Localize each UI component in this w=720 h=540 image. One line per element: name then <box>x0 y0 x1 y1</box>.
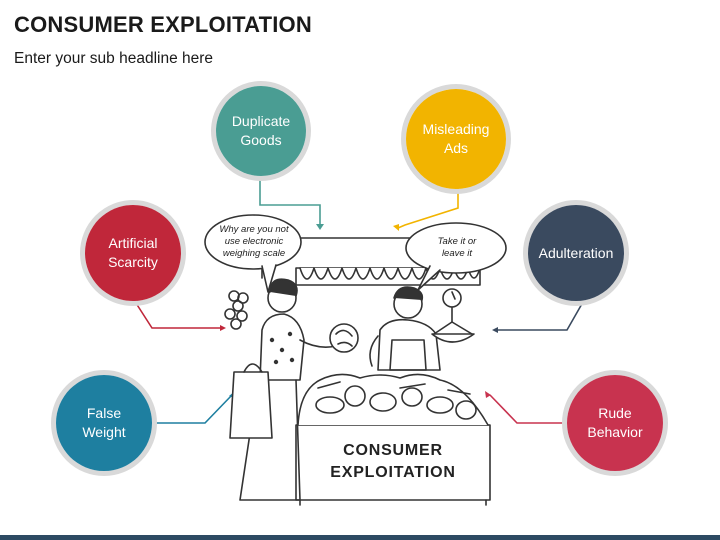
bubble-right-text: Take it or leave it <box>412 236 502 260</box>
node-label: Behavior <box>587 424 643 440</box>
connector-duplicate-goods <box>259 176 321 226</box>
connector-rude-behavior <box>489 394 568 424</box>
page-subtitle: Enter your sub headline here <box>14 50 214 67</box>
bubble-left-line: use electronic <box>224 235 284 247</box>
connector-false-weight <box>148 394 233 424</box>
node-label: Ads <box>443 140 469 156</box>
bubble-left-line: Why are you not <box>219 224 289 235</box>
node-label: Scarcity <box>108 254 158 270</box>
node-artificial-scarcity: Artificial Scarcity <box>80 200 186 306</box>
bottom-bar <box>0 535 720 540</box>
node-label: Goods <box>240 132 282 148</box>
stall-sign-line: EXPLOITATION <box>330 464 456 482</box>
node-label: False <box>86 405 122 422</box>
market-stall-illustration <box>204 214 507 506</box>
node-adulteration: Adulteration <box>523 200 629 306</box>
bubble-right-line: Take it or <box>437 236 477 247</box>
connector-adulteration <box>496 301 584 331</box>
node-false-weight: False Weight <box>51 370 157 476</box>
bubble-right-line: leave it <box>441 247 473 259</box>
node-label: Duplicate <box>231 113 291 130</box>
node-label: Weight <box>82 424 126 440</box>
stall-sign: CONSUMER EXPLOITATION <box>296 440 490 485</box>
node-misleading-ads: Misleading Ads <box>401 84 511 194</box>
stall-sign-line: CONSUMER <box>343 442 443 459</box>
bubble-left-line: weighing scale <box>222 247 286 259</box>
node-label: Misleading <box>422 121 490 138</box>
node-label: Adulteration <box>538 244 614 261</box>
node-duplicate-goods: Duplicate Goods <box>211 81 311 181</box>
page-title: CONSUMER EXPLOITATION <box>14 12 312 37</box>
node-label: Artificial <box>108 235 158 252</box>
node-rude-behavior: Rude Behavior <box>562 370 668 476</box>
connector-misleading-ads <box>397 185 459 229</box>
node-label: Rude <box>598 405 632 422</box>
connector-artificial-scarcity <box>133 299 222 329</box>
bubble-left-text: Why are you not use electronic weighing … <box>208 224 300 260</box>
